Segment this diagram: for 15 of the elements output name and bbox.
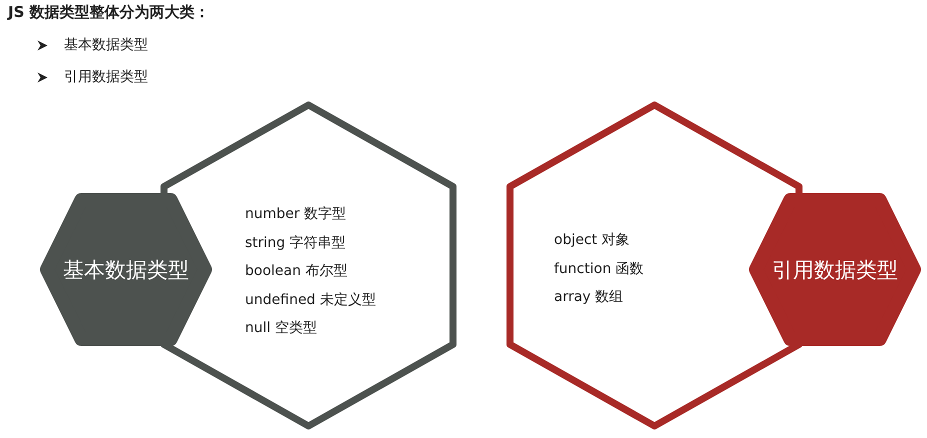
category-label: 基本数据类型 [62,256,190,282]
type-item: null 空类型 [245,319,317,337]
type-item: function 函数 [554,260,644,278]
type-item: object 对象 [554,231,630,249]
hexagon-badge [40,193,212,346]
type-item: string 字符串型 [245,234,346,252]
type-item: boolean 布尔型 [245,262,348,280]
type-item: number 数字型 [245,205,346,223]
list-item: 引用数据类型 [64,68,148,86]
category-label: 引用数据类型 [771,256,899,282]
type-item: array 数组 [554,288,624,306]
hexagon-badge [749,193,921,346]
list-item: 基本数据类型 [64,36,148,54]
type-item: undefined 未定义型 [245,290,376,308]
title: JS 数据类型整体分为两大类： [8,3,210,22]
